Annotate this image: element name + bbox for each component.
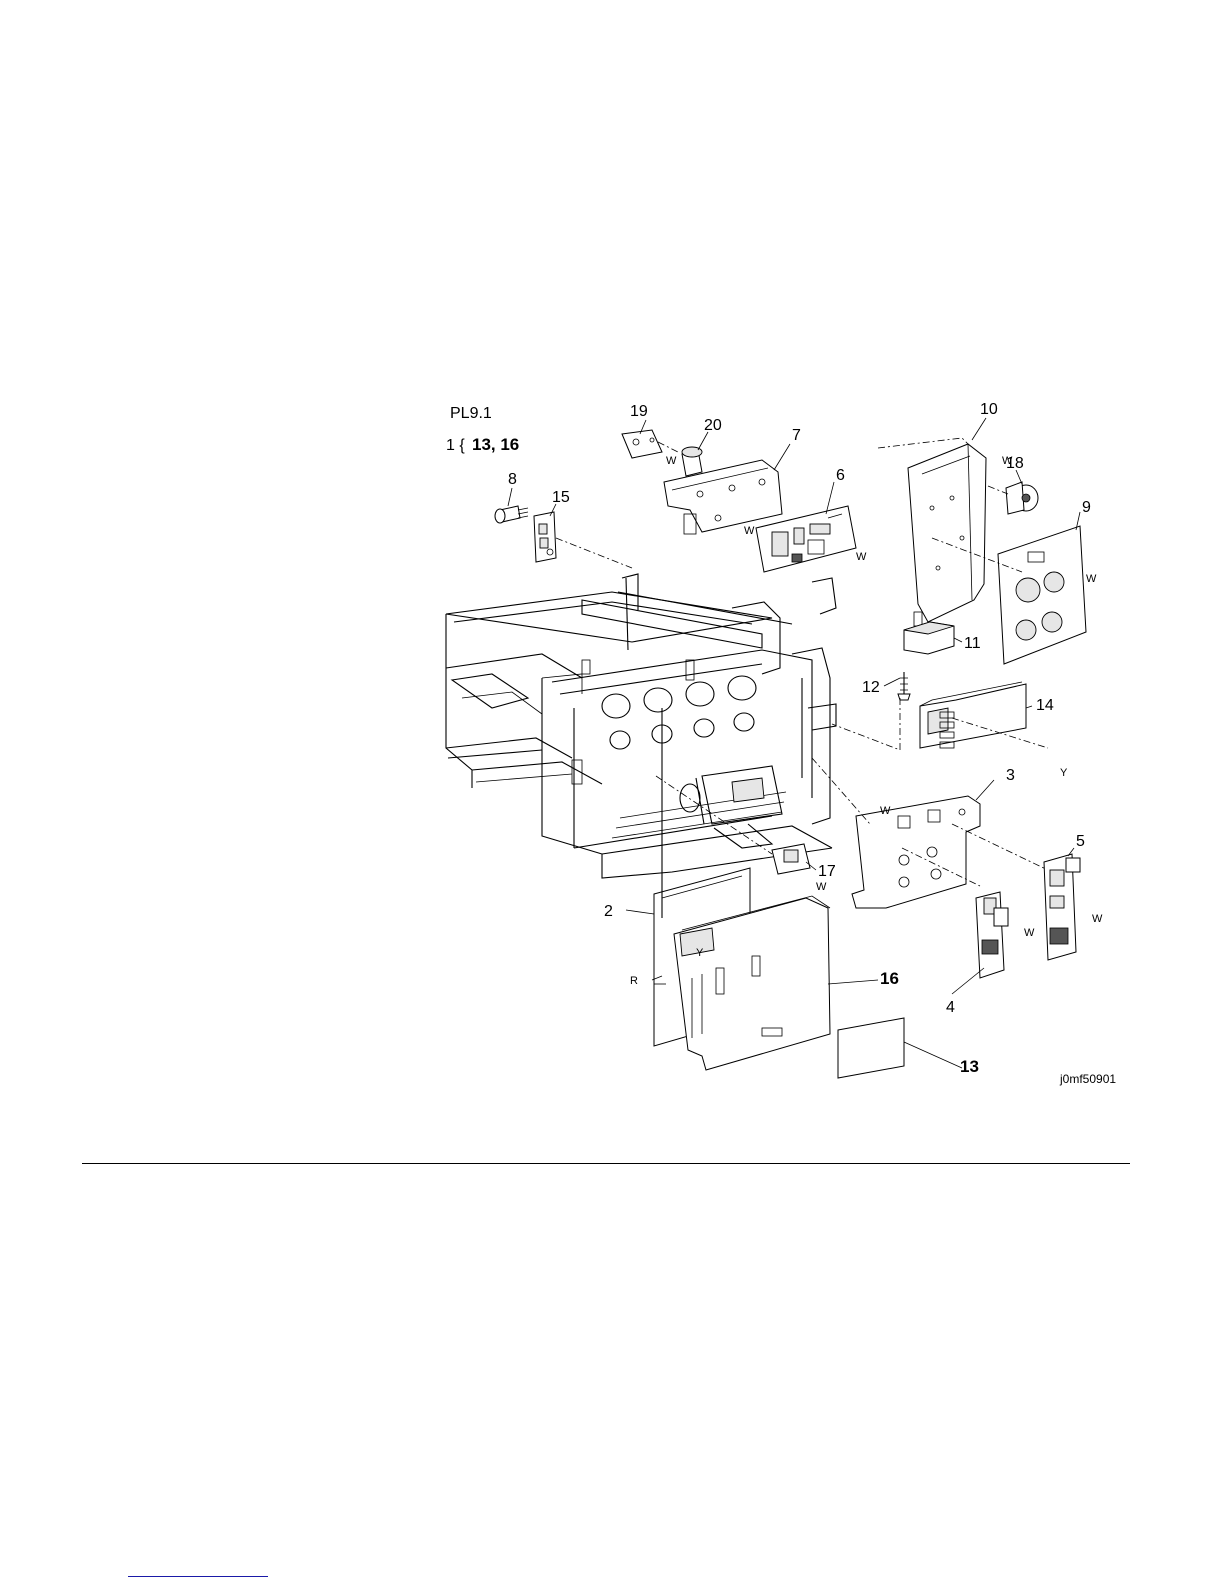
callout-8: 8 bbox=[508, 471, 517, 488]
callout-13: 13 bbox=[960, 1057, 979, 1076]
marker-w-5: W bbox=[1092, 913, 1103, 925]
part-10-plate bbox=[878, 438, 986, 626]
callout-9: 9 bbox=[1082, 499, 1091, 516]
marker-w-10: W bbox=[1002, 455, 1013, 467]
part-18-motor bbox=[988, 482, 1038, 514]
callout-17: 17 bbox=[818, 863, 836, 880]
callout-7: 7 bbox=[792, 427, 801, 444]
marker-r-2: R bbox=[630, 975, 638, 987]
part-5-pwb bbox=[1044, 854, 1080, 960]
part-12-screw bbox=[898, 672, 910, 700]
marker-w-7: W bbox=[744, 525, 755, 537]
main-frame bbox=[446, 574, 836, 878]
kit-note-prefix: 1 { bbox=[446, 437, 465, 454]
callout-3: 3 bbox=[1006, 767, 1015, 784]
callout-14: 14 bbox=[1036, 697, 1054, 714]
part-20-motor bbox=[682, 447, 702, 476]
kit-note-items: 13, 16 bbox=[472, 435, 519, 454]
part-3-bracket bbox=[812, 758, 1052, 908]
parts-exploded-diagram: PL9.1 1 { 13, 16 j0mf50901 19 20 7 6 8 1… bbox=[432, 378, 1132, 1108]
marker-w-6: W bbox=[856, 551, 867, 563]
marker-w-17: W bbox=[816, 881, 827, 893]
callout-5: 5 bbox=[1076, 833, 1085, 850]
diagram-canvas: PL9.1 1 { 13, 16 j0mf50901 19 20 7 6 8 1… bbox=[432, 378, 1132, 1108]
marker-y-16: Y bbox=[696, 947, 704, 959]
plate-id: PL9.1 bbox=[450, 405, 492, 422]
part-8-screw bbox=[495, 506, 528, 523]
part-4-pwb bbox=[976, 892, 1008, 978]
callout-19: 19 bbox=[630, 403, 648, 420]
callout-20: 20 bbox=[704, 417, 722, 434]
callout-10: 10 bbox=[980, 401, 998, 418]
marker-w-3: W bbox=[880, 805, 891, 817]
part-19-bracket bbox=[622, 430, 678, 458]
part-7-board bbox=[664, 460, 782, 534]
marker-w-9: W bbox=[1086, 573, 1097, 585]
callout-16: 16 bbox=[880, 969, 899, 988]
footer-link-underline[interactable] bbox=[128, 1576, 268, 1577]
part-13-label bbox=[838, 1018, 904, 1078]
marker-w-4: W bbox=[1024, 927, 1035, 939]
page-divider bbox=[82, 1163, 1130, 1164]
part-11-box bbox=[904, 622, 954, 654]
callout-15: 15 bbox=[552, 489, 570, 506]
callout-12: 12 bbox=[862, 679, 880, 696]
callout-11: 11 bbox=[964, 635, 981, 652]
callout-2: 2 bbox=[604, 903, 613, 920]
figure-id: j0mf50901 bbox=[1059, 1072, 1116, 1086]
callout-4: 4 bbox=[946, 999, 955, 1016]
marker-y-14: Y bbox=[1060, 767, 1068, 779]
marker-w-19: W bbox=[666, 455, 677, 467]
part-15-board bbox=[534, 512, 632, 568]
callout-6: 6 bbox=[836, 467, 845, 484]
